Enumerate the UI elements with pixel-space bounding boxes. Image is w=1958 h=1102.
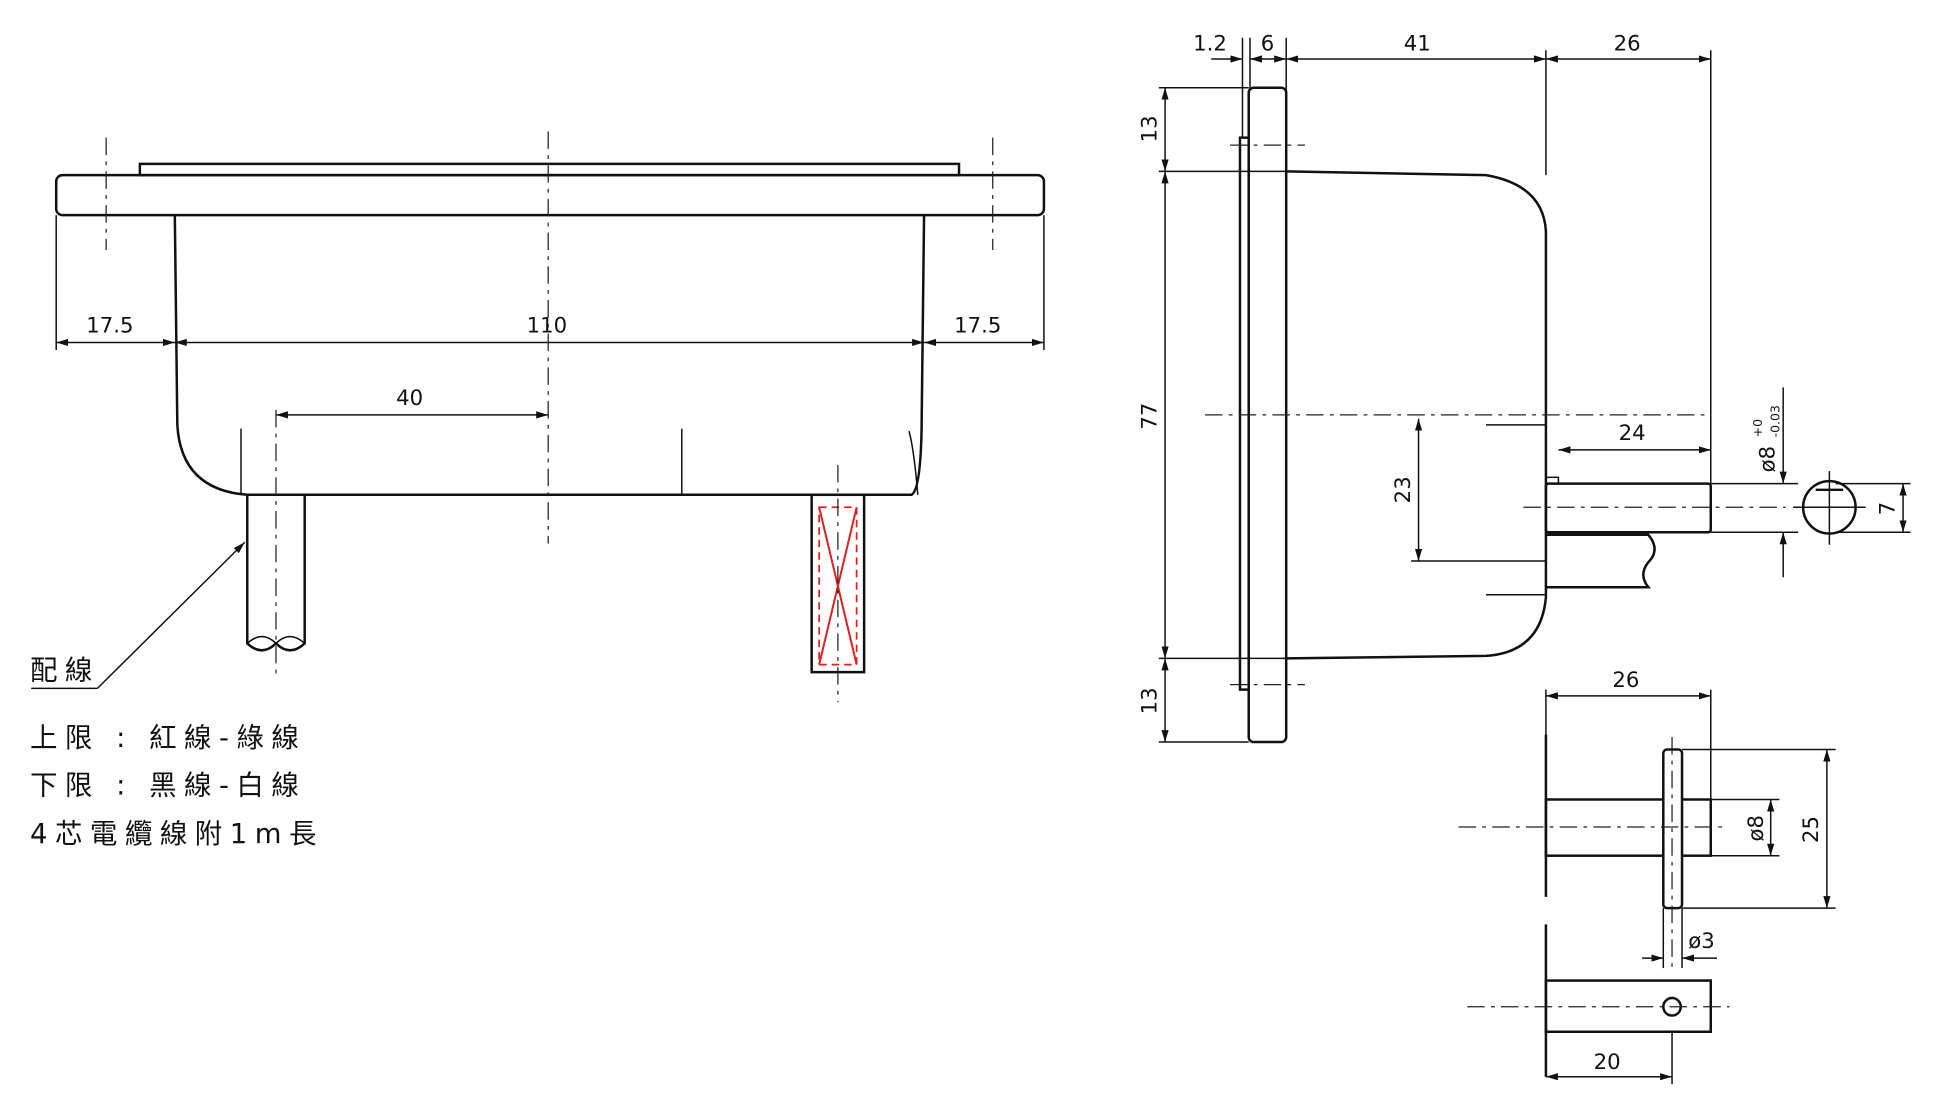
dim-flange: 6 (1261, 31, 1275, 56)
dim-flange-left: 17.5 (86, 313, 133, 338)
tolerance-upper: +0 (1750, 419, 1765, 437)
dim-plate: 1.2 (1193, 31, 1227, 56)
side-view: 1.2 6 41 26 13 77 13 23 24 (1137, 31, 1911, 744)
dim-body-depth: 41 (1404, 31, 1431, 56)
dim-pin-dia: ø3 (1688, 929, 1714, 954)
dim-flat: 7 (1875, 502, 1900, 516)
note-upper-limit: 上限 : 紅線-綠線 (30, 723, 306, 754)
front-view: 17.5 110 17.5 40 配線 上限 : 紅線-綠線 下限 : 黑線-白… (30, 131, 1046, 850)
tolerance-lower: -0.03 (1767, 405, 1782, 437)
dim-body-width: 110 (527, 313, 568, 338)
flange (54, 173, 1046, 217)
dim-detail-length: 26 (1612, 668, 1639, 693)
shaft-diameter: ø8 (1755, 446, 1780, 472)
dim-shaft-exposed: 24 (1619, 421, 1646, 446)
body-outline (173, 215, 926, 497)
side-body (1286, 170, 1548, 660)
side-cable (1545, 533, 1656, 589)
note-lower-limit: 下限 : 黑線-白線 (30, 771, 306, 802)
dim-bottom: 13 (1137, 687, 1162, 714)
note-cable: 4芯電纜線附1m長 (30, 819, 324, 850)
cable-section-red (810, 464, 866, 703)
dim-flange-right: 17.5 (954, 313, 1001, 338)
dim-shaft-offset: 23 (1391, 476, 1416, 503)
dim-cable-offset: 40 (396, 386, 423, 411)
shaft-detail-view: 26 25 ø8 ø3 20 (1458, 668, 1836, 1085)
wiring-label: 配線 (30, 656, 100, 687)
dim-shaft-length: 26 (1614, 31, 1641, 56)
dim-height: 77 (1137, 403, 1162, 430)
dim-top: 13 (1137, 115, 1162, 142)
leader-line (96, 541, 246, 689)
dim-detail-shaft-dia: ø8 (1744, 815, 1769, 841)
side-plate (1238, 136, 1250, 691)
shaft (1544, 482, 1713, 534)
top-plate (138, 162, 961, 177)
shaft-end-view: 7 (1793, 471, 1911, 545)
dim-hole-pos: 20 (1594, 1050, 1621, 1075)
dim-pin-span: 25 (1799, 816, 1824, 843)
